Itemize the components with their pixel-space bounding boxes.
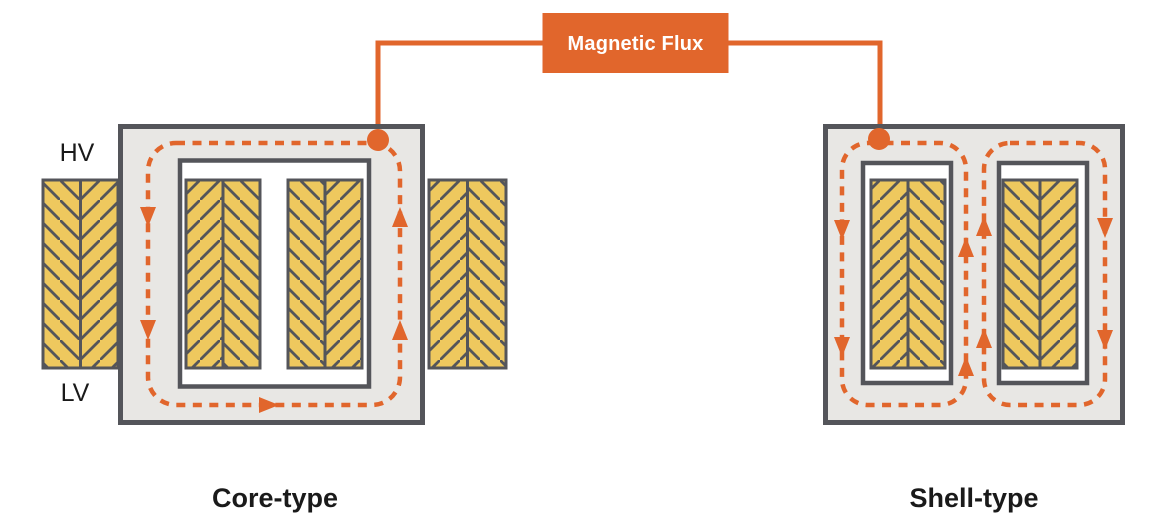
flux-junction-dot-core bbox=[367, 129, 389, 151]
flux-arrow-up bbox=[958, 237, 974, 257]
flux-arrow-right bbox=[259, 397, 279, 413]
flux-arrow-down bbox=[834, 220, 850, 240]
winding-block-inner-left bbox=[184, 178, 262, 370]
winding-block-inner-right bbox=[286, 178, 364, 370]
flux-arrow-down bbox=[834, 337, 850, 357]
winding-block-shell-left bbox=[869, 178, 947, 370]
flux-connector-left bbox=[375, 40, 544, 134]
flux-arrow-up bbox=[976, 216, 992, 236]
magnetic-flux-tag: Magnetic Flux bbox=[542, 13, 729, 73]
flux-arrow-up bbox=[958, 356, 974, 376]
flux-loop-core bbox=[145, 140, 403, 408]
core-type-caption: Core-type bbox=[212, 483, 338, 513]
winding-block-outer-left bbox=[41, 178, 120, 370]
flux-loop-shell-left bbox=[839, 140, 969, 408]
flux-arrow-up bbox=[976, 328, 992, 348]
hv-label: HV bbox=[60, 139, 95, 167]
winding-block-shell-right bbox=[1001, 178, 1079, 370]
core-type-group: HV LV Core-type bbox=[41, 124, 508, 513]
magnetic-flux-tag-label: Magnetic Flux bbox=[568, 33, 704, 55]
lv-label: LV bbox=[61, 379, 90, 407]
flux-arrow-down bbox=[140, 207, 156, 227]
flux-junction-dot-shell bbox=[868, 128, 890, 150]
flux-connector-right bbox=[728, 40, 883, 134]
winding-block-outer-right bbox=[427, 178, 508, 370]
flux-arrow-down bbox=[1097, 330, 1113, 350]
shell-type-group: Shell-type bbox=[823, 124, 1125, 513]
flux-arrow-down bbox=[140, 320, 156, 340]
flux-arrow-up bbox=[392, 320, 408, 340]
magnetic-flux-tag-box bbox=[542, 13, 729, 73]
flux-arrow-down bbox=[1097, 218, 1113, 238]
flux-loop-shell-right bbox=[981, 140, 1108, 408]
flux-arrow-up bbox=[392, 207, 408, 227]
shell-type-caption: Shell-type bbox=[909, 483, 1038, 513]
